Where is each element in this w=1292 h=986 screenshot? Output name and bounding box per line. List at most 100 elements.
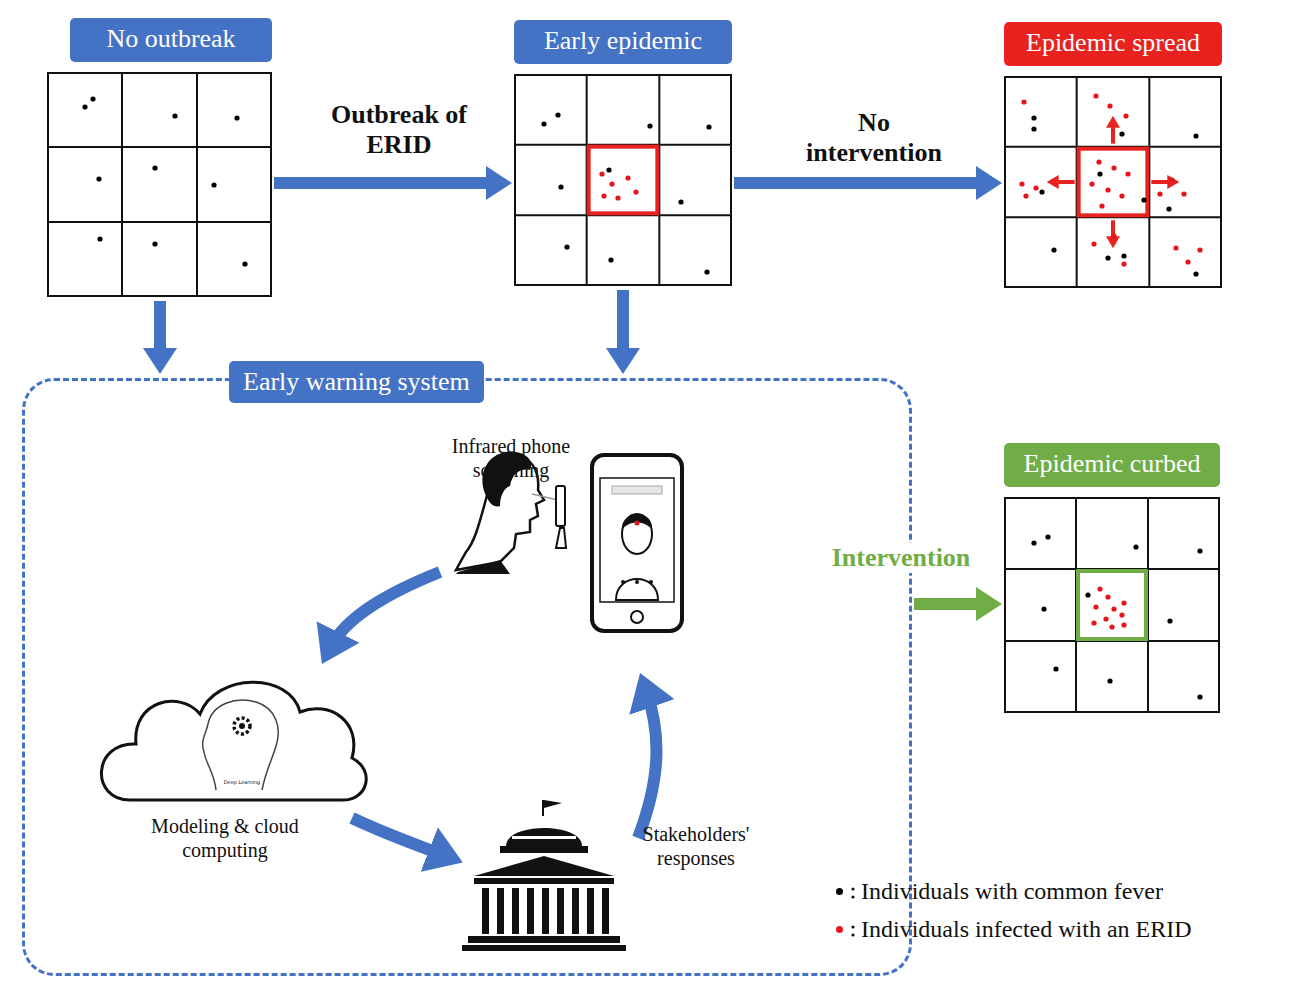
cycle-arrows [330,572,656,856]
column [557,888,564,934]
fever-dot [558,184,563,189]
erid-dot [1097,586,1102,591]
erid-dot [1173,245,1178,250]
fever-dot [1053,666,1058,671]
column [482,888,489,934]
erid-dot [1157,191,1162,196]
figure-label: Modeling & cloud computing [130,814,320,862]
arrow-shaft [274,177,486,189]
separator-dot [851,895,854,898]
figure-label: Deep Learning [222,780,262,785]
erid-dot [1111,165,1116,170]
focus-cell [589,147,658,214]
erid-dot [1096,159,1101,164]
fever-dot [1041,606,1046,611]
fever-dot [706,124,711,129]
grid-border [515,75,731,285]
grid-border [48,73,271,296]
flow-arrow [143,301,177,374]
erid-dot [1093,604,1098,609]
grid-line [47,221,272,223]
fever-dot [647,123,652,128]
edge-label: Outbreak of ERID [300,100,498,160]
erid-dot [1109,624,1114,629]
legend-swatch [836,926,843,933]
fever-dot [152,165,157,170]
panel-title: No outbreak [70,18,272,62]
arrow-shaft [154,301,166,348]
fever-dot [1133,544,1138,549]
column [497,888,504,934]
erid-dot [599,171,604,176]
erid-dot [1019,181,1024,186]
building-columns [482,888,609,934]
erid-dot [1099,203,1104,208]
building-figure [462,800,626,951]
legend-separator [849,882,861,902]
legend-separator [849,920,861,940]
fever-dot [608,257,613,262]
grid-line [196,72,198,297]
erid-dot [633,189,638,194]
fever-dot [1051,247,1056,252]
erid-dot [1091,620,1096,625]
flow-arrow [734,166,1002,200]
grid-map [47,72,272,297]
legend-text: Individuals infected with an ERID [861,916,1192,943]
arrow-head [976,166,1002,200]
fever-dot [82,104,87,109]
fever-dot [1119,131,1124,136]
column [572,888,579,934]
erid-dot [615,195,620,200]
grid-map [1004,497,1220,713]
grid-border [1005,77,1221,287]
erid-dot [1021,99,1026,104]
arrow-shaft [914,598,976,610]
phone-figure [592,455,682,631]
fever-dot [152,241,157,246]
erid-dot [1023,193,1028,198]
figure-label: Infrared phone screening [436,434,586,482]
erid-dot [1185,259,1190,264]
erid-dot [1105,187,1110,192]
grid-line [47,146,272,148]
erid-dot [1105,594,1110,599]
fever-dot [704,269,709,274]
fever-dot [1097,171,1102,176]
flow-arrow [606,290,640,374]
panel-title: Epidemic spread [1004,22,1222,66]
fever-dot [234,115,239,120]
region-box: Early warning system [22,378,912,976]
spread-arrowhead [1106,116,1120,128]
erid-dot [1169,177,1174,182]
arrow-head [143,348,177,374]
legend-item: Individuals infected with an ERID [836,916,1192,943]
fever-dot [90,96,95,101]
erid-dot [1111,233,1116,238]
erid-dot [1181,191,1186,196]
fever-dot [1045,534,1050,539]
fever-dot [1085,592,1090,597]
erid-dot [1107,103,1112,108]
fever-dot [606,167,611,172]
erid-dot [1123,113,1128,118]
erid-dot [1103,616,1108,621]
grid-panel: Epidemic spread [1004,22,1222,288]
arrow-head [486,166,512,200]
grid-panel: Early epidemic [514,20,732,286]
fever-dot [211,182,216,187]
fever-dot [1031,540,1036,545]
separator-dot [851,925,854,928]
legend-text: Individuals with common fever [861,878,1163,905]
grid-border [1005,498,1219,712]
fever-dot [1197,694,1202,699]
fever-dot [1107,678,1112,683]
erid-dot [1197,247,1202,252]
erid-dot [625,175,630,180]
fever-dot [1193,133,1198,138]
panel-title: Early epidemic [514,20,732,64]
separator-dot [851,933,854,936]
fever-dot [1167,618,1172,623]
fever-dot [1121,253,1126,258]
legend-swatch [836,888,843,895]
